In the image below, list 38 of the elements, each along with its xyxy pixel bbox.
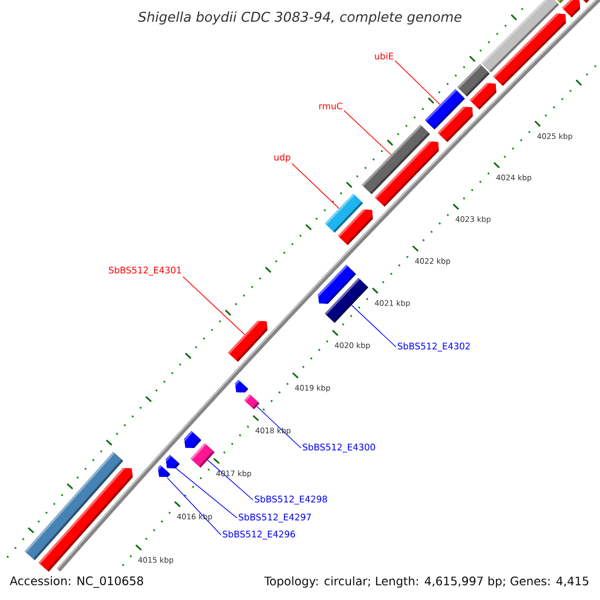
gene-bar — [228, 320, 268, 362]
gene-label: ubiE — [374, 52, 394, 60]
gene-box — [244, 394, 260, 410]
gene-label: SbBS512_E4301 — [108, 266, 181, 276]
leader-line — [207, 460, 254, 500]
gene-bar — [438, 106, 473, 142]
leader-line — [292, 163, 340, 209]
gene-bar — [583, 0, 590, 4]
gene-label: SbBS512_E4298 — [254, 496, 328, 504]
gene-label: udp — [274, 154, 290, 162]
leader-line — [175, 468, 238, 518]
title: Shigella boydii CDC 3083-94, complete genome — [138, 11, 462, 25]
gene-label: rmuC — [319, 102, 342, 110]
gene-bar — [235, 380, 248, 393]
gene-bar — [38, 468, 133, 572]
gene-label: SbBS512_E4297 — [238, 514, 311, 522]
gene-box — [190, 443, 215, 468]
genome-stats-text: Topology: circular; Length: 4,615,997 bp; Genes: 4,415 — [264, 576, 588, 588]
leader-line — [256, 406, 302, 448]
gene-bar — [470, 83, 496, 110]
gene-box — [556, 0, 564, 4]
accession-text: Accession: NC_010658 — [10, 576, 144, 588]
gene-bar — [158, 465, 170, 477]
gene-label: SbBS512_E4296 — [222, 530, 296, 540]
gene-bar — [374, 141, 439, 207]
leader-line — [344, 110, 392, 156]
gene-label: SbBS512_E4302 — [398, 342, 470, 352]
leader-line — [351, 304, 396, 348]
gene-bar — [184, 431, 202, 448]
leader-line — [166, 477, 222, 536]
gene-bar — [338, 210, 373, 246]
leader-line — [394, 60, 441, 105]
gene-bar — [562, 0, 580, 18]
leader-line — [182, 276, 246, 336]
gene-bar — [166, 454, 180, 468]
gene-bar — [493, 14, 566, 86]
gene-label: SbBS512_E4300 — [302, 444, 376, 452]
gene-box — [324, 278, 368, 323]
